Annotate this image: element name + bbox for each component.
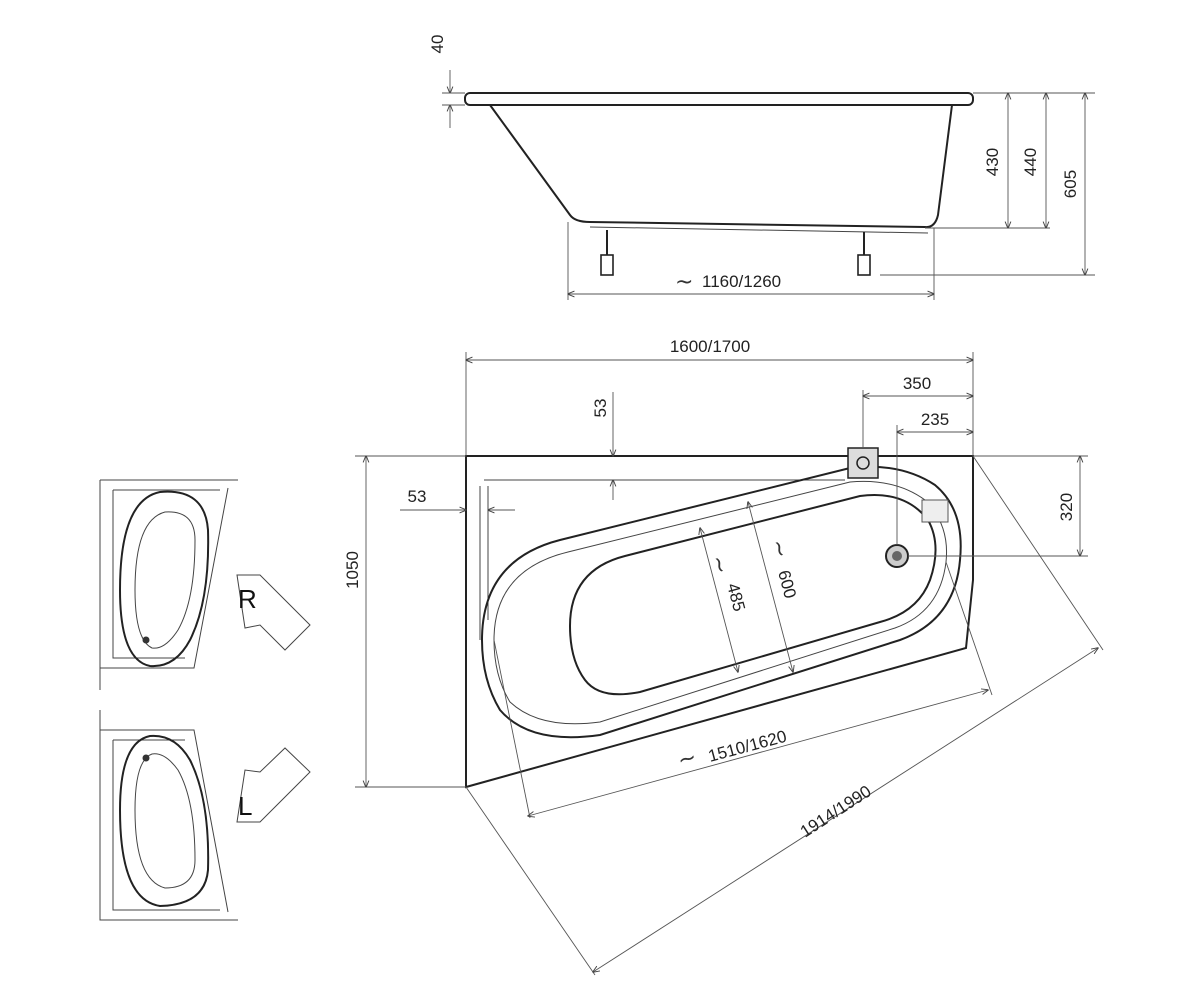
side-width-label: 1160/1260	[702, 272, 781, 291]
inner-basin	[568, 494, 937, 696]
height-label: 1050	[343, 551, 362, 589]
length-label: 1600/1700	[670, 337, 750, 356]
outer-basin	[480, 465, 962, 739]
left-foot	[600, 230, 614, 276]
left-variant-basin	[118, 734, 210, 908]
side-body	[489, 104, 953, 229]
left-variant-letter: L	[238, 791, 252, 821]
overflow-fitting	[847, 447, 879, 479]
inner-600-label: 600	[774, 568, 800, 600]
control-fitting	[921, 499, 949, 523]
side-view: 40 ~ 1160/1260 430 440 605	[428, 35, 1095, 300]
arrow-up-left-icon	[236, 574, 311, 651]
left-variant: L	[99, 710, 311, 921]
approx-symbol: ~	[675, 270, 693, 295]
offset-320-label: 320	[1057, 493, 1076, 521]
rim-left-label: 53	[408, 487, 427, 506]
svg-text:~: ~	[764, 536, 793, 561]
diagonal-label: 1914/1990	[797, 782, 875, 842]
right-variant-drain-icon	[142, 636, 150, 644]
svg-text:~: ~	[704, 552, 733, 577]
left-variant-drain-icon	[142, 754, 150, 762]
left-variant-outline	[99, 710, 238, 921]
right-variant-basin	[118, 490, 210, 668]
rim-top-label: 53	[591, 399, 610, 418]
arrow-down-left-icon	[236, 747, 311, 823]
height-605-label: 605	[1061, 170, 1080, 198]
offset-235-label: 235	[921, 410, 949, 429]
depth-440-label: 440	[1021, 148, 1040, 176]
inner-length-label: 1510/1620	[706, 727, 789, 766]
offset-350-label: 350	[903, 374, 931, 393]
side-rim	[464, 92, 974, 106]
rim-height-label: 40	[428, 35, 447, 54]
side-base	[589, 226, 929, 234]
right-variant-letter: R	[238, 584, 257, 614]
right-foot	[857, 232, 871, 276]
depth-430-label: 430	[983, 148, 1002, 176]
top-view: 1600/1700 350 235 320 53 53 1050 ~ 485 ~	[343, 337, 1104, 976]
right-variant: R	[99, 479, 311, 690]
top-outline	[465, 455, 974, 789]
right-variant-outline	[99, 479, 238, 690]
inner-485-label: 485	[723, 581, 749, 613]
svg-text:~: ~	[675, 745, 699, 774]
basin-lip	[493, 480, 948, 725]
